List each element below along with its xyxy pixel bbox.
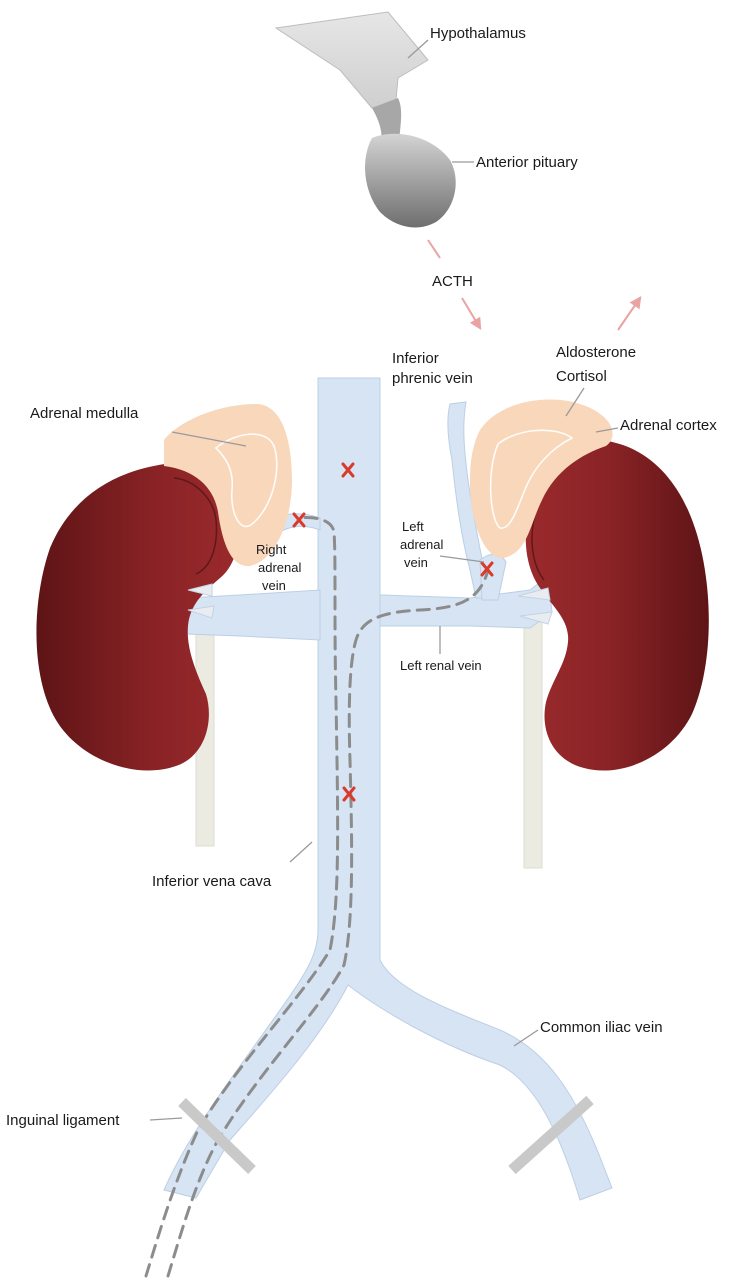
hormone-output-arrow: [617, 296, 642, 331]
common-iliac-vein-label: Common iliac vein: [540, 1019, 663, 1036]
right-kidney: [36, 460, 239, 771]
right-inguinal-ligament: [178, 1098, 256, 1174]
anterior-pituitary-label: Anterior pituary: [476, 154, 578, 171]
inferior-phrenic-vein-label: Inferior phrenic vein: [392, 350, 473, 387]
inguinal-ligament-label: Inguinal ligament: [6, 1112, 120, 1129]
adrenal-medulla-label: Adrenal medulla: [30, 405, 139, 422]
acth-arrow-tail: [461, 297, 482, 331]
x-mark-icon: [480, 561, 494, 577]
right-adrenal-medulla: [214, 433, 278, 528]
x-mark-icon: [292, 512, 306, 528]
right-adrenal-gland: [164, 404, 292, 567]
right-adrenal-vein-label: Right adrenal vein: [256, 542, 305, 593]
left-inguinal-ligament: [508, 1095, 594, 1175]
left-adrenal-vein-label: Left adrenal vein: [400, 519, 447, 570]
anterior-pituitary-shape: [365, 133, 456, 228]
hypothalamus-label: Hypothalamus: [430, 25, 526, 42]
inferior-vena-cava-label: Inferior vena cava: [152, 873, 272, 890]
adrenal-cortex-label: Adrenal cortex: [620, 417, 717, 434]
aldosterone-cortisol-label: Aldosterone Cortisol: [556, 344, 640, 385]
x-mark-icon: [342, 786, 356, 802]
acth-arrow: [427, 239, 441, 259]
right-kidney-shadow: [173, 477, 218, 575]
hypothalamus-shape: [274, 11, 429, 109]
left-adrenal-vein-shape: [479, 553, 507, 601]
left-renal-vein-label: Left renal vein: [400, 658, 482, 673]
x-mark-icon: [341, 462, 355, 478]
renal-hilum-vessels: [187, 583, 553, 625]
left-ureter: [523, 621, 543, 869]
left-kidney: [525, 440, 709, 771]
acth-label: ACTH: [432, 273, 473, 290]
left-adrenal-gland: [470, 399, 613, 559]
